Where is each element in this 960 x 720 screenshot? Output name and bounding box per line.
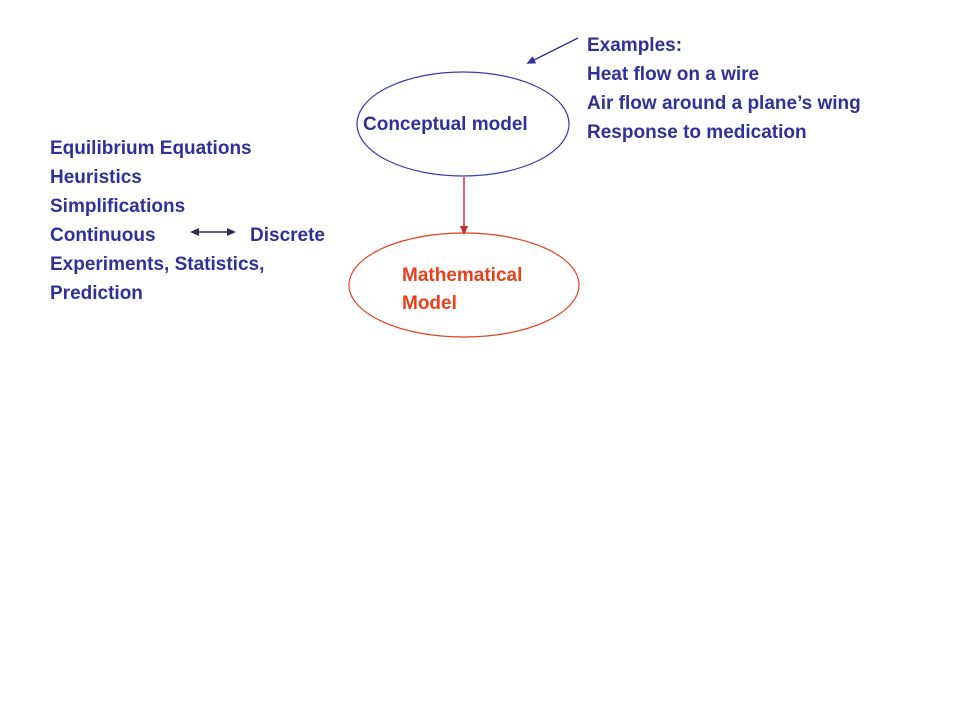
method-item: Prediction — [50, 283, 143, 304]
method-item: Simplifications — [50, 196, 186, 217]
example-item: Air flow around a plane’s wing — [587, 93, 861, 114]
mathematical-label-line2: Model — [402, 293, 457, 314]
examples-list: Examples: Heat flow on a wire Air flow a… — [587, 31, 861, 147]
conceptual-model-node — [356, 71, 570, 177]
mathematical-label-line1: Mathematical — [402, 265, 523, 286]
mathematical-model-label: Mathematical Model — [402, 262, 522, 318]
continuous-discrete-row: Continuous Discrete — [50, 221, 325, 250]
example-item: Response to medication — [587, 122, 807, 143]
discrete-label: Discrete — [250, 225, 325, 246]
method-item: Heuristics — [50, 167, 142, 188]
examples-heading: Examples: — [587, 35, 683, 56]
method-item: Experiments, Statistics, — [50, 254, 265, 275]
method-item: Equilibrium Equations — [50, 138, 252, 159]
conceptual-model-label: Conceptual model — [363, 114, 528, 135]
examples-pointer-arrow — [526, 37, 579, 64]
methods-list: Equilibrium Equations Heuristics Simplif… — [50, 134, 325, 308]
example-item: Heat flow on a wire — [587, 64, 760, 85]
continuous-label: Continuous — [50, 225, 156, 246]
